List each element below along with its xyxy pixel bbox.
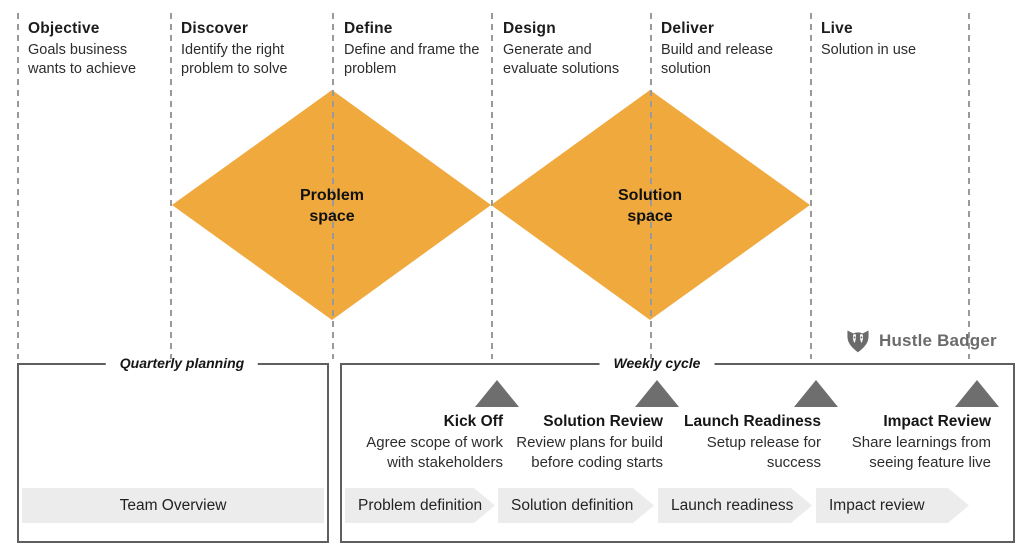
milestone-title: Solution Review xyxy=(543,413,663,430)
phase-description: Define and frame the problem xyxy=(344,42,480,77)
weekly-cycle-title: Weekly cycle xyxy=(599,355,715,371)
milestone-description: Setup release for success xyxy=(706,434,821,471)
phase-description: Goals business wants to achieve xyxy=(28,42,137,77)
phase-title: Live xyxy=(821,20,853,37)
quarterly-planning-panel: Quarterly planning Team Overview xyxy=(17,355,329,543)
phase-divider-line xyxy=(17,13,19,359)
stage-label: Launch readiness xyxy=(671,496,794,514)
phase-divider-line xyxy=(491,13,493,359)
stage-chevron-problem-definition: Problem definition xyxy=(345,488,495,523)
phase-divider-line xyxy=(810,13,812,359)
milestone-title: Impact Review xyxy=(883,413,991,430)
team-overview-label: Team Overview xyxy=(119,496,227,514)
stage-chevron-launch-readiness: Launch readiness xyxy=(658,488,812,523)
phase-divider-line xyxy=(650,13,652,359)
problem-space-diamond xyxy=(172,90,491,320)
milestone-triangle-icon xyxy=(794,380,838,407)
phase-label-design: Design Generate and evaluate solutions xyxy=(503,20,655,79)
stage-label: Impact review xyxy=(829,496,925,514)
phase-divider-line xyxy=(332,13,334,359)
phase-divider-line xyxy=(968,13,970,359)
phase-description: Build and release solution xyxy=(661,42,774,77)
phase-title: Deliver xyxy=(661,20,715,37)
phase-title: Objective xyxy=(28,20,100,37)
milestone-triangle-icon xyxy=(955,380,999,407)
problem-space-label: Problem space xyxy=(299,187,364,225)
team-overview-bar: Team Overview xyxy=(22,488,324,523)
brand-name: Hustle Badger xyxy=(879,331,997,350)
phase-description: Identify the right problem to solve xyxy=(181,42,288,77)
brand-logo: Hustle Badger xyxy=(845,328,997,354)
milestone-description: Agree scope of work with stakeholders xyxy=(366,434,503,471)
milestone-description: Review plans for build before coding sta… xyxy=(516,434,663,471)
phase-label-live: Live Solution in use xyxy=(821,20,973,60)
milestone-triangle-icon xyxy=(635,380,679,407)
milestone-description: Share learnings from seeing feature live xyxy=(851,434,991,471)
phase-label-objective: Objective Goals business wants to achiev… xyxy=(28,20,180,79)
milestone-impact-review: Impact Review Share learnings from seein… xyxy=(819,413,991,473)
phase-divider-line xyxy=(170,13,172,359)
weekly-cycle-panel: Weekly cycle Kick Off Agree scope of wor… xyxy=(340,355,1015,543)
phase-description: Generate and evaluate solutions xyxy=(503,42,620,77)
phase-title: Define xyxy=(344,20,393,37)
phase-description: Solution in use xyxy=(821,42,917,58)
phase-title: Discover xyxy=(181,20,249,37)
phase-label-define: Define Define and frame the problem xyxy=(344,20,496,79)
stage-label: Problem definition xyxy=(358,496,483,514)
phase-title: Design xyxy=(503,20,556,37)
badger-icon xyxy=(847,330,869,353)
phase-label-deliver: Deliver Build and release solution xyxy=(661,20,813,79)
milestone-title: Kick Off xyxy=(443,413,503,430)
milestone-kick-off: Kick Off Agree scope of work with stakeh… xyxy=(331,413,503,473)
stage-label: Solution definition xyxy=(511,496,634,514)
milestone-title: Launch Readiness xyxy=(684,413,821,430)
milestone-launch-readiness: Launch Readiness Setup release for succe… xyxy=(649,413,821,473)
stage-chevron-impact-review: Impact review xyxy=(816,488,969,523)
stage-chevron-solution-definition: Solution definition xyxy=(498,488,654,523)
phase-label-discover: Discover Identify the right problem to s… xyxy=(181,20,333,79)
milestone-triangle-icon xyxy=(475,380,519,407)
solution-space-label: Solution space xyxy=(618,187,682,225)
milestone-solution-review: Solution Review Review plans for build b… xyxy=(491,413,663,473)
quarterly-planning-title: Quarterly planning xyxy=(105,355,259,371)
